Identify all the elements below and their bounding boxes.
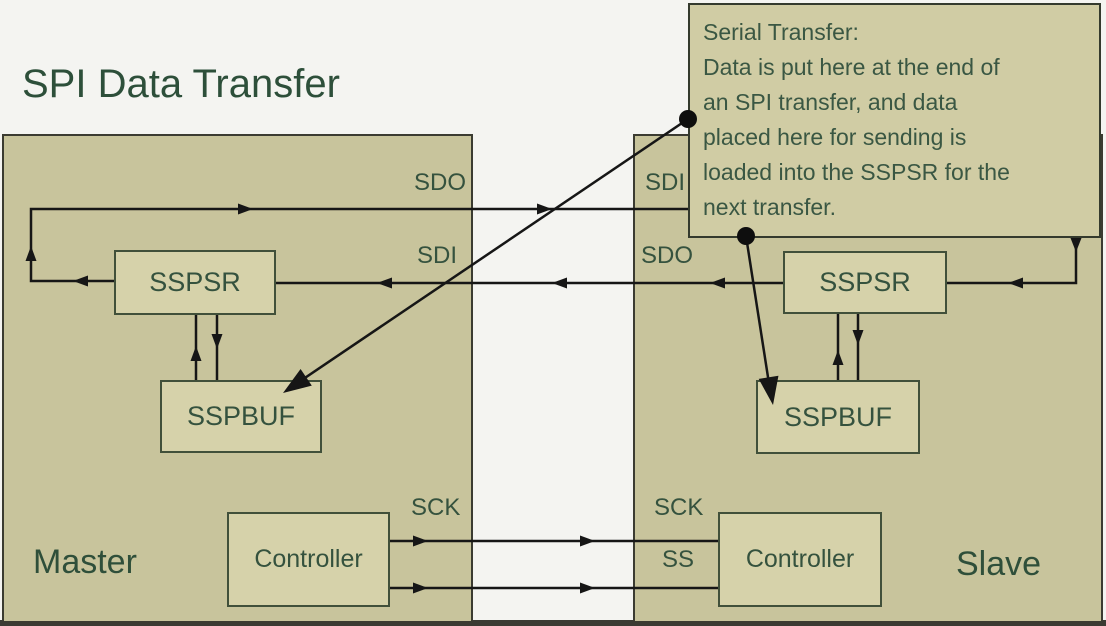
master-controller-label: Controller — [254, 545, 363, 573]
slave-panel-label: Slave — [956, 545, 1042, 583]
arrowhead-left — [710, 277, 725, 289]
note-line: placed here for sending is — [703, 124, 967, 150]
arrowhead-left — [73, 275, 88, 287]
slave-controller-box: Controller — [718, 512, 882, 607]
master-panel-label: Master — [33, 543, 137, 581]
master-sspsr-label: SSPSR — [149, 267, 241, 297]
arrowhead-up — [25, 246, 37, 261]
master-controller-box: Controller — [227, 512, 390, 607]
master-sdi-label: SDI — [417, 242, 458, 269]
note-line: Serial Transfer: — [703, 19, 859, 45]
callout-line-to-master-sspbuf — [289, 117, 689, 390]
master-sdo-label: SDO — [414, 169, 467, 196]
slave-sspbuf-box: SSPBUF — [756, 380, 920, 454]
slave-sdi-label: SDI — [645, 169, 686, 196]
note-line: next transfer. — [703, 194, 836, 220]
arrowhead-right — [580, 535, 595, 547]
slave-sspsr-box: SSPSR — [783, 251, 947, 314]
arrowhead-up — [832, 350, 844, 365]
callout-line-to-slave-sspbuf — [744, 235, 772, 391]
arrowhead-right — [413, 535, 428, 547]
callout-arrowhead — [283, 369, 312, 393]
arrowhead-right — [238, 203, 253, 215]
slave-sck-label: SCK — [654, 494, 704, 521]
arrowhead-left — [377, 277, 392, 289]
master-sspsr-box: SSPSR — [114, 250, 276, 315]
callout-arrowhead — [758, 375, 779, 405]
arrowhead-right — [580, 582, 595, 594]
slave-sspsr-label: SSPSR — [819, 267, 911, 297]
arrowhead-down — [1070, 238, 1082, 252]
master-sspbuf-box: SSPBUF — [160, 380, 322, 453]
note-line: an SPI transfer, and data — [703, 89, 958, 115]
arrowhead-up — [190, 346, 202, 361]
master-sck-label: SCK — [411, 494, 461, 521]
arrowhead-left — [1008, 277, 1023, 289]
note-callout: Serial Transfer: Data is put here at the… — [688, 3, 1101, 238]
callout-dot — [737, 227, 755, 245]
arrowhead-down — [211, 334, 223, 349]
callout-dot — [679, 110, 697, 128]
slave-sspbuf-label: SSPBUF — [783, 401, 893, 432]
arrowhead-right — [413, 582, 428, 594]
slave-ss-label: SS — [662, 546, 695, 573]
slave-sdo-label: SDO — [641, 242, 694, 269]
bottom-edge-bar — [0, 620, 1106, 626]
arrowhead-right — [537, 203, 552, 215]
note-line: loaded into the SSPSR for the — [703, 159, 1010, 185]
page-title: SPI Data Transfer — [22, 62, 340, 106]
slave-controller-label: Controller — [745, 545, 855, 573]
note-line: Data is put here at the end of — [703, 54, 1000, 80]
arrowhead-down — [852, 330, 864, 345]
arrowhead-left — [552, 277, 567, 289]
master-sspbuf-label: SSPBUF — [186, 401, 296, 431]
